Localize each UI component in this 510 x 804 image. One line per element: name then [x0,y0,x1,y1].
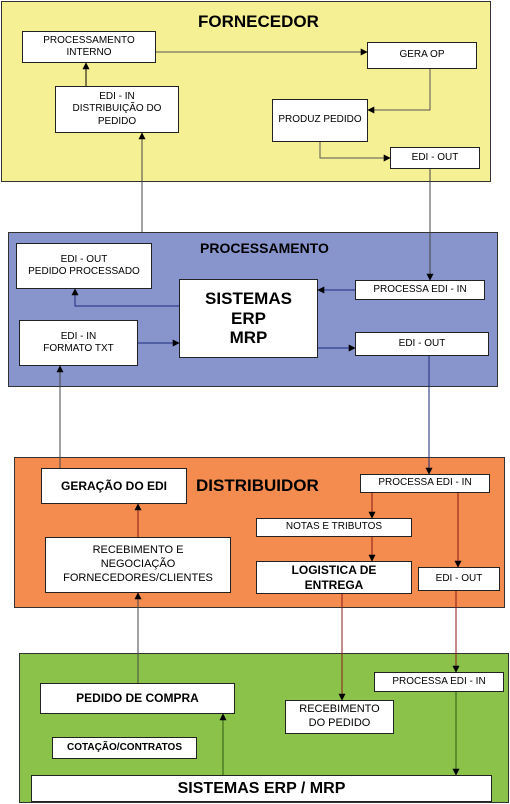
produz-pedido-box: PRODUZ PEDIDO [272,99,368,142]
processamento-edi-out-box: EDI - OUT [355,332,489,356]
distribuidor-title: DISTRIBUIDOR [196,476,319,495]
fornecedor-title: FORNECEDOR [198,12,319,31]
sistemas-erp-mrp-bottom-box: SISTEMAS ERP / MRP [31,775,492,802]
logistica-de-entrega-box: LOGISTICA DE ENTREGA [256,561,412,594]
notas-e-tributos-box: NOTAS E TRIBUTOS [256,518,412,537]
processamento-interno-box: PROCESSAMENTO INTERNO [22,31,156,63]
distribuidor-edi-out-box: EDI - OUT [418,567,500,591]
edi-out-pedido-processado-box: EDI - OUT PEDIDO PROCESSADO [16,243,152,289]
distribuidor-processa-edi-in-box: PROCESSA EDI - IN [360,474,490,493]
pedido-de-compra-box: PEDIDO DE COMPRA [40,683,235,714]
processamento-title: PROCESSAMENTO [200,240,329,256]
gera-op-box: GERA OP [367,42,477,69]
processamento-processa-edi-in-box: PROCESSA EDI - IN [355,280,485,300]
edi-in-formato-txt-box: EDI - IN FORMATO TXT [19,320,138,366]
fornecedor-edi-out-box: EDI - OUT [390,147,480,169]
recebimento-negociacao-box: RECEBIMENTO E NEGOCIAÇÃO FORNECEDORES/CL… [45,537,231,593]
cliente-processa-edi-in-box: PROCESSA EDI - IN [374,672,504,692]
geracao-do-edi-box: GERAÇÃO DO EDI [41,468,187,504]
recebimento-do-pedido-box: RECEBIMENTO DO PEDIDO [285,700,394,734]
cotacao-contratos-box: COTAÇÃO/CONTRATOS [52,737,197,759]
edi-in-distribuicao-box: EDI - IN DISTRIBUIÇÃO DO PEDIDO [55,86,179,133]
sistemas-erp-mrp-box: SISTEMAS ERP MRP [179,279,318,358]
